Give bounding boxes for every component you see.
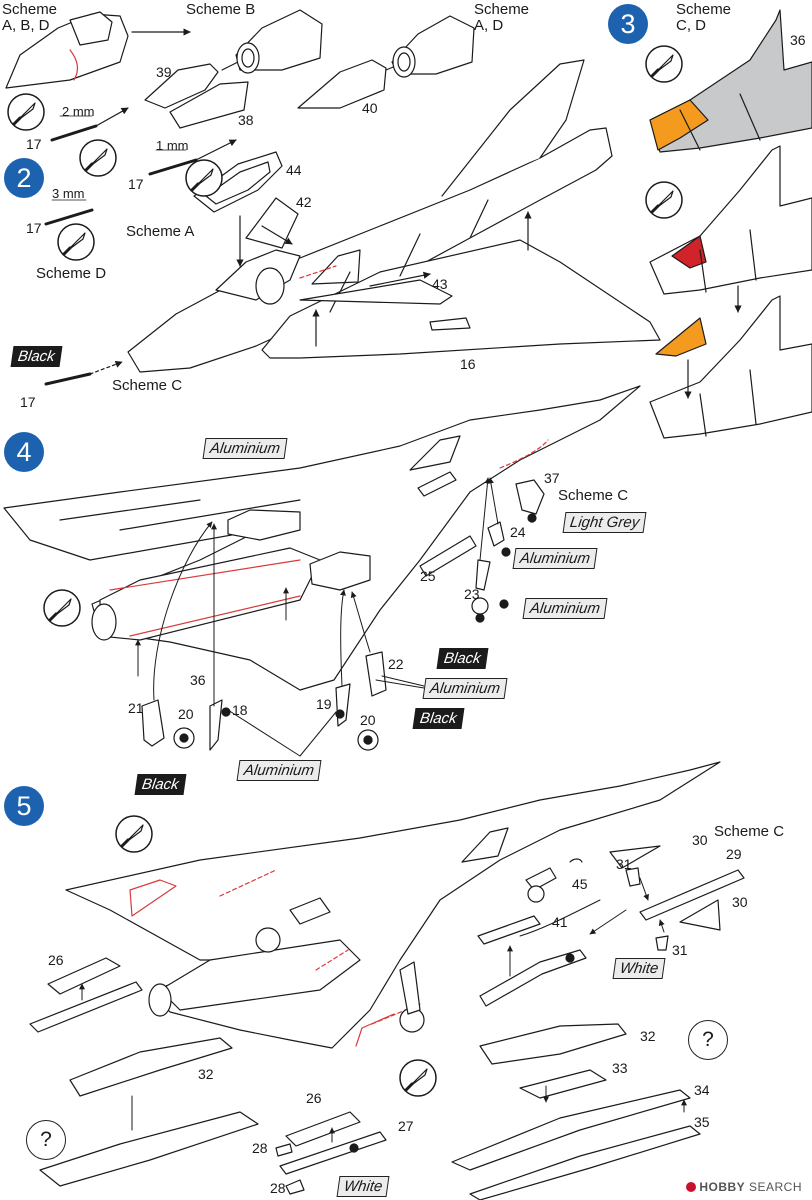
- part-number: 35: [694, 1114, 710, 1130]
- colour-tag-aluminium: Aluminium: [422, 678, 508, 699]
- stores-step5: [29, 845, 745, 1200]
- step-5-badge: 5: [4, 786, 44, 826]
- colour-tag-black: Black: [412, 708, 465, 729]
- part-number: 29: [726, 846, 742, 862]
- measurement-1mm: 1 mm: [156, 138, 189, 153]
- radome-part-40: [297, 59, 387, 109]
- part-number: 36: [790, 32, 806, 48]
- question-mark-icon: ?: [26, 1120, 66, 1160]
- scheme-c-label-step5: Scheme C: [714, 823, 785, 840]
- part-number: 24: [510, 524, 526, 540]
- part-number: 39: [156, 64, 172, 80]
- question-mark-icon: ?: [688, 1020, 728, 1060]
- tail-view-1: [649, 9, 812, 153]
- scheme-c-label-step2: Scheme C: [112, 377, 183, 394]
- nose-cone-part: [5, 11, 129, 89]
- colour-tag-black: Black: [10, 346, 63, 367]
- scheme-d-label: Scheme D: [36, 265, 107, 282]
- tail-view-3: [649, 295, 812, 439]
- part-number: 40: [362, 100, 378, 116]
- jet-underside-step5: [65, 761, 721, 1049]
- measurement-2mm: 2 mm: [62, 104, 95, 119]
- watermark-logo-icon: [686, 1182, 697, 1192]
- part-number: 41: [552, 914, 568, 930]
- part-number: 34: [694, 1082, 710, 1098]
- part-number: 17: [26, 136, 42, 152]
- part-number: 28: [252, 1140, 268, 1156]
- jet-underside-step4: [3, 385, 641, 691]
- part-number: 22: [388, 656, 404, 672]
- part-number: 17: [26, 220, 42, 236]
- part-number: 26: [48, 952, 64, 968]
- part-number: 32: [198, 1066, 214, 1082]
- colour-tag-aluminium: Aluminium: [202, 438, 288, 459]
- colour-tag-black: Black: [134, 774, 187, 795]
- part-number: 20: [360, 712, 376, 728]
- windscreen-part-42: [245, 197, 299, 249]
- watermark-rest: SEARCH: [745, 1180, 802, 1194]
- scheme-b-label: Scheme B: [186, 1, 256, 18]
- part-number: 32: [640, 1028, 656, 1044]
- intake-cone-part-39: [144, 63, 249, 129]
- part-number: 20: [178, 706, 194, 722]
- step-2-badge: 2: [4, 158, 44, 198]
- part-number: 33: [612, 1060, 628, 1076]
- tail-view-2: [649, 145, 812, 295]
- colour-tag-black: Black: [436, 648, 489, 669]
- measurement-3mm: 3 mm: [52, 186, 85, 201]
- part-number: 21: [128, 700, 144, 716]
- watermark: HOBBY SEARCH: [686, 1180, 802, 1194]
- part-number: 25: [420, 568, 436, 584]
- nose-section-b: [235, 9, 323, 74]
- part-number: 43: [432, 276, 448, 292]
- part-number: 36: [190, 672, 206, 688]
- step-4-badge: 4: [4, 432, 44, 472]
- part-number: 27: [398, 1118, 414, 1134]
- colour-tag-white: White: [612, 958, 666, 979]
- jet-fuselage-step2: [127, 59, 661, 373]
- scheme-abd-label: Scheme A, B, D: [2, 1, 58, 34]
- step-3-badge: 3: [608, 4, 648, 44]
- watermark-brand: HOBBY: [699, 1180, 746, 1194]
- part-number: 28: [270, 1180, 286, 1196]
- nose-section-ad: [391, 15, 475, 78]
- scheme-a-label: Scheme A: [126, 223, 195, 240]
- part-number: 18: [232, 702, 248, 718]
- part-number: 37: [544, 470, 560, 486]
- colour-tag-aluminium: Aluminium: [522, 598, 608, 619]
- scheme-c-label-step4: Scheme C: [558, 487, 629, 504]
- colour-tag-light-grey: Light Grey: [562, 512, 647, 533]
- part-number: 26: [306, 1090, 322, 1106]
- part-number: 23: [464, 586, 480, 602]
- scheme-ad-label: Scheme A, D: [474, 1, 530, 34]
- part-number: 31: [672, 942, 688, 958]
- colour-tag-white: White: [336, 1176, 390, 1197]
- part-number: 19: [316, 696, 332, 712]
- part-number: 16: [460, 356, 476, 372]
- part-number: 31: [616, 856, 632, 872]
- part-number: 38: [238, 112, 254, 128]
- part-number: 42: [296, 194, 312, 210]
- part-number: 30: [692, 832, 708, 848]
- part-number: 17: [128, 176, 144, 192]
- part-number: 45: [572, 876, 588, 892]
- gear-parts-step4: [141, 471, 545, 751]
- part-number: 44: [286, 162, 302, 178]
- colour-tag-aluminium: Aluminium: [512, 548, 598, 569]
- canopy-part-44: [193, 151, 283, 213]
- part-number: 30: [732, 894, 748, 910]
- fin-panel-orange: [655, 317, 707, 357]
- part-number: 17: [20, 394, 36, 410]
- scheme-cd-label: Scheme C, D: [676, 1, 732, 34]
- colour-tag-aluminium: Aluminium: [236, 760, 322, 781]
